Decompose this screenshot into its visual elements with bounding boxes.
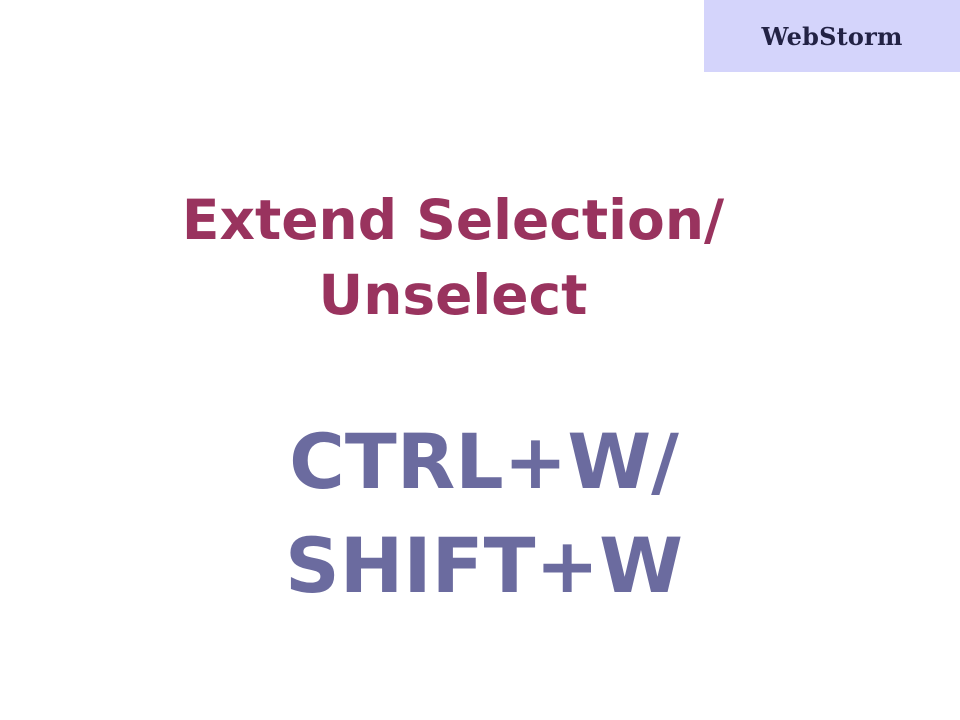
brand-label: WebStorm bbox=[761, 21, 903, 51]
keyboard-shortcut: CTRL+W/ SHIFT+W bbox=[0, 410, 960, 618]
slide-title: Extend Selection/ Unselect bbox=[0, 183, 906, 333]
brand-box: WebStorm bbox=[704, 0, 960, 72]
shortcut-line-2: SHIFT+W bbox=[285, 521, 683, 610]
shortcut-line-1: CTRL+W/ bbox=[289, 417, 679, 506]
title-line-1: Extend Selection/ bbox=[181, 188, 725, 252]
title-line-2: Unselect bbox=[318, 263, 588, 327]
